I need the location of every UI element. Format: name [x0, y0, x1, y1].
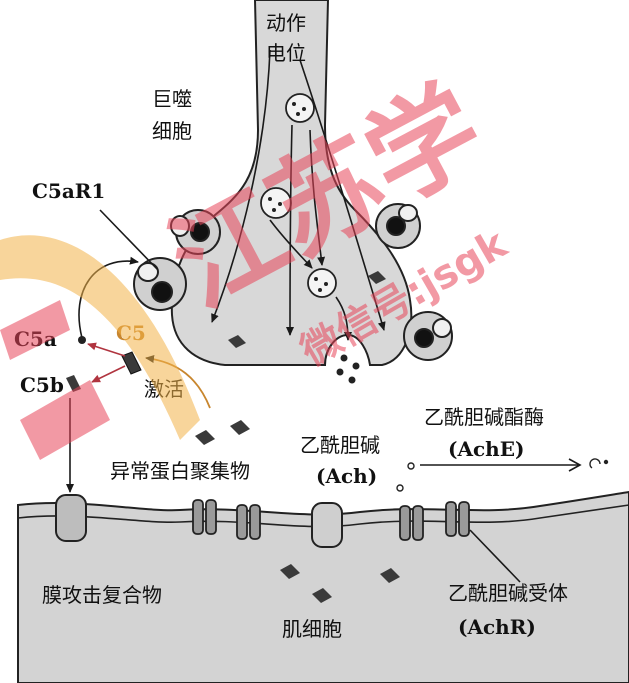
label-achr-name: 乙酰胆碱受体 [448, 581, 568, 605]
label-abnormal-aggregates: 异常蛋白聚集物 [110, 459, 250, 483]
c5-to-c5a-arrow [87, 342, 126, 357]
label-c5ar1: C5aR1 [32, 179, 105, 203]
label-muscle-cell: 肌细胞 [282, 617, 342, 641]
label-c5a: C5a [14, 327, 57, 351]
muscle-aggregates [280, 564, 400, 603]
c5-to-c5b-arrow [91, 365, 126, 383]
achr-receptors [192, 499, 470, 541]
label-c5b: C5b [20, 373, 64, 397]
aggregates-in-terminal [228, 271, 386, 348]
c5b-molecule [66, 375, 81, 392]
label-macrophage-2: 细胞 [152, 119, 192, 143]
label-ache-abbr: (AchE) [448, 437, 524, 461]
central-channel [311, 502, 343, 548]
label-action-potential-1: 动作 [266, 11, 306, 35]
label-mac: 膜攻击复合物 [42, 583, 162, 607]
label-achr-abbr: (AchR) [458, 615, 536, 639]
c5a-dot [78, 336, 86, 344]
label-c5: C5 [116, 321, 146, 345]
vesicle-arrows [211, 49, 386, 341]
muscle-cell-shape [17, 490, 629, 683]
label-activation: 激活 [144, 377, 184, 401]
achr-pointer [469, 529, 521, 583]
vesicles [260, 93, 337, 298]
label-macrophage-1: 巨噬 [152, 87, 192, 111]
abnormal-aggregates [195, 420, 250, 445]
released-ach [336, 354, 360, 384]
label-ach-abbr: (Ach) [316, 464, 377, 488]
muscle-membrane-inner [17, 504, 629, 528]
label-ach-name: 乙酰胆碱 [300, 433, 380, 457]
label-ache-name: 乙酰胆碱酯酶 [424, 405, 544, 429]
membrane-attack-complex [55, 494, 87, 542]
label-action-potential-2: 电位 [266, 41, 306, 65]
